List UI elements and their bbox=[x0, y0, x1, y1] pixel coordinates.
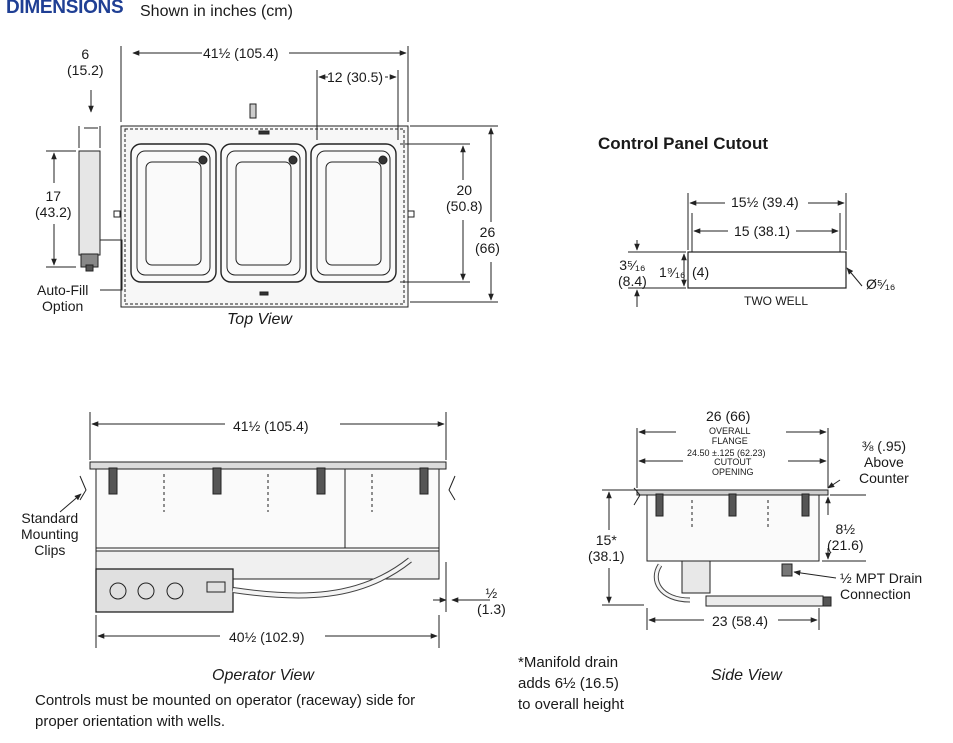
panel-offset: ½ (1.3) bbox=[477, 585, 506, 617]
operator-overall-width: 41½ (105.4) bbox=[233, 418, 309, 434]
cutout-drawing bbox=[628, 193, 863, 307]
operator-note: Controls must be mounted on operator (ra… bbox=[35, 692, 416, 730]
well-1 bbox=[130, 143, 217, 283]
autofill-label: Auto-Fill Option bbox=[37, 282, 89, 314]
side-cutout-dim: 24.50 ±.125 (62.23) bbox=[687, 448, 766, 458]
side-view-caption: Side View bbox=[711, 667, 782, 684]
side-overall-flange: 26 (66) bbox=[706, 408, 751, 424]
cutout-corner-radius: Ø⁵⁄₁₆ bbox=[866, 276, 896, 292]
section-subtitle: Shown in inches (cm) bbox=[140, 3, 293, 20]
side-view-drawing bbox=[602, 428, 866, 630]
cutout-heading: Control Panel Cutout bbox=[598, 134, 768, 153]
top-overall-width: 41½ (105.4) bbox=[203, 45, 279, 61]
operator-view-caption: Operator View bbox=[212, 667, 314, 684]
operator-body-width: 40½ (102.9) bbox=[229, 629, 305, 645]
manifold-note: *Manifold drain adds 6½ (16.5) to overal… bbox=[518, 654, 624, 713]
well-2 bbox=[220, 143, 307, 283]
side-overall-flange-label: OVERALL FLANGE bbox=[709, 426, 751, 446]
side-height: 15* (38.1) bbox=[588, 532, 625, 564]
side-above-counter: ⅜ (.95) Above Counter bbox=[859, 438, 909, 486]
cutout-outer-width: 15½ (39.4) bbox=[731, 194, 799, 210]
well-3 bbox=[310, 143, 397, 283]
autofill-length: 17 (43.2) bbox=[35, 188, 72, 220]
cutout-inner-width: 15 (38.1) bbox=[734, 223, 791, 239]
top-depth-inner: 20 (50.8) bbox=[446, 182, 483, 214]
side-drain-label: ½ MPT Drain Connection bbox=[840, 570, 923, 602]
top-view-drawing bbox=[46, 46, 498, 308]
autofill-width: 6 (15.2) bbox=[67, 46, 104, 78]
top-view-caption: Top View bbox=[227, 311, 292, 328]
mounting-clips-label: Standard Mounting Clips bbox=[21, 510, 79, 558]
side-bottom-width: 23 (58.4) bbox=[712, 613, 769, 629]
top-depth-overall: 26 (66) bbox=[475, 224, 500, 256]
cutout-inner-height: 1⁹⁄₁₆ bbox=[659, 264, 686, 280]
operator-view-drawing bbox=[59, 412, 490, 648]
side-well-depth: 8½ (21.6) bbox=[827, 521, 864, 553]
section-title: DIMENSIONS bbox=[6, 0, 124, 18]
top-well-spacing: 12 (30.5) bbox=[327, 69, 384, 85]
cutout-well-label: TWO WELL bbox=[744, 294, 809, 308]
side-cutout-label: CUTOUT OPENING bbox=[712, 457, 754, 477]
cutout-outer-height: 3⁵⁄₁₆ (8.4) bbox=[618, 257, 647, 289]
cutout-inner-height-cm: (4) bbox=[692, 264, 710, 280]
